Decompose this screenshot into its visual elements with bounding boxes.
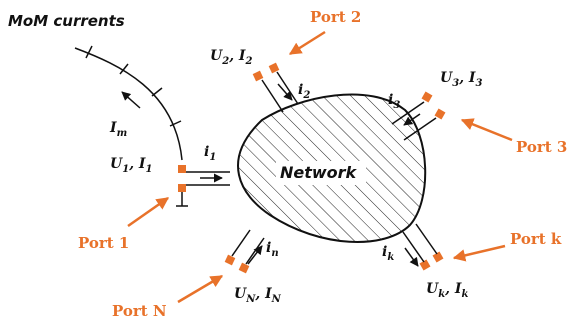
port3-line-top: [391, 101, 425, 125]
port3-terminal-top: [421, 91, 433, 103]
port2-group: i2 U2, I2 Port 2: [210, 8, 361, 113]
portk-terminal-right: [432, 251, 444, 263]
port3-pointer: [460, 118, 513, 142]
portk-line-right: [415, 223, 438, 255]
mom-current-label: Im: [109, 120, 127, 139]
port2-current-arrow: [277, 83, 293, 101]
portN-terminal-right: [238, 262, 250, 274]
port3-current-arrow: [403, 113, 421, 126]
port1-terminal-top: [178, 165, 186, 173]
port3-line-bottom: [403, 117, 437, 141]
title: MoM currents: [8, 12, 125, 30]
portN-label: Port N: [112, 302, 167, 320]
portk-line-left: [402, 231, 425, 263]
network-label: Network: [280, 163, 358, 182]
portk-label: Port k: [510, 230, 562, 248]
portN-pointer: [177, 274, 224, 304]
portk-pointer: [452, 244, 506, 262]
portk-terminal-left: [419, 259, 431, 271]
portN-terminal-left: [224, 254, 236, 266]
port3-ui-label: U3, I3: [440, 70, 482, 89]
port3-group: i3 U3, I3 Port 3: [388, 70, 567, 156]
port3-label: Port 3: [516, 138, 567, 156]
portk-branch-current: ik: [382, 244, 394, 263]
mom-wire-ticks: [85, 45, 182, 127]
port2-label: Port 2: [310, 8, 361, 26]
port1-label: Port 1: [78, 234, 129, 252]
port1-terminal-bottom: [178, 184, 186, 192]
port2-terminal-left: [252, 70, 264, 82]
portk-group: ik Uk, Ik Port k: [382, 223, 562, 300]
portN-line-right: [245, 237, 265, 265]
port2-line-right: [276, 71, 299, 105]
port3-branch-current: i3: [388, 92, 400, 111]
portN-ui-label: UN, IN: [234, 286, 282, 305]
mom-current-arrow: [121, 91, 141, 109]
network-label-bg: [276, 161, 366, 185]
port1-pointer: [127, 196, 170, 228]
port2-line-left: [261, 79, 284, 113]
portN-branch-current: in: [266, 240, 279, 259]
mom-wire: [74, 47, 183, 161]
portN-current-arrow: [247, 245, 263, 265]
portN-line-left: [231, 229, 251, 257]
port2-ui-label: U2, I2: [210, 48, 252, 67]
port1-ui-label: U1, I1: [110, 156, 152, 175]
portk-ui-label: Uk, Ik: [426, 281, 468, 300]
port2-branch-current: i2: [298, 82, 310, 101]
port1-branch-current: i1: [204, 144, 216, 163]
port3-terminal-bottom: [434, 108, 446, 120]
port1-group: i1 U1, I1 Port 1: [78, 144, 230, 252]
port2-terminal-right: [268, 62, 280, 74]
port2-pointer: [288, 30, 326, 56]
portk-current-arrow: [404, 247, 419, 267]
portN-group: in UN, IN Port N: [112, 229, 282, 320]
